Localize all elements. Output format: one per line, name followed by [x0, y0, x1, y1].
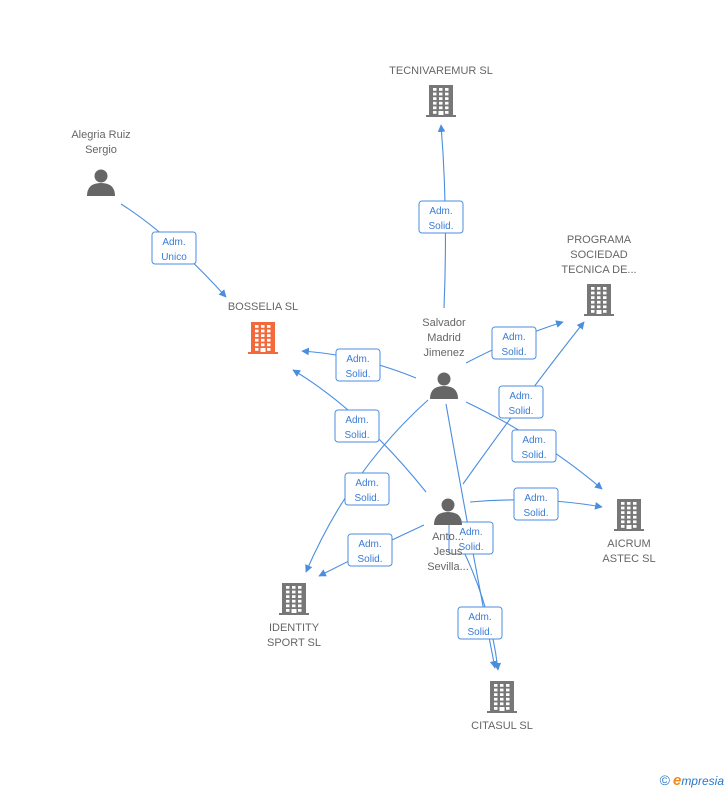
node-label-line: Madrid: [427, 332, 461, 344]
building-icon: [248, 322, 278, 354]
node-label-line: Sergio: [85, 144, 117, 156]
edge-label-line: Solid.: [357, 554, 382, 565]
person-icon: [434, 498, 462, 525]
node-label-line: AICRUM: [607, 538, 650, 550]
person-icon: [430, 372, 458, 399]
edge-label-line: Adm.: [468, 612, 491, 623]
node-label-line: Anto...: [432, 531, 464, 543]
edge-label-box: [347, 533, 393, 567]
edge-label-line: Adm.: [522, 435, 545, 446]
edge-label-line: Solid.: [523, 508, 548, 519]
node-citasul[interactable]: CITASUL SL: [471, 681, 533, 732]
edge-label-box: [335, 348, 381, 382]
edge-label-line: Solid.: [458, 542, 483, 553]
node-bosselia[interactable]: BOSSELIA SL: [228, 301, 298, 354]
edge-label-line: Adm.: [459, 527, 482, 538]
edge-label-antonio-to-citasul[interactable]: Adm. Solid.: [457, 606, 503, 640]
edge-label-alegria-to-bosselia[interactable]: Adm. Unico: [151, 231, 197, 265]
edge-label-antonio-to-identity[interactable]: Adm. Solid.: [347, 533, 393, 567]
node-label-line: CITASUL SL: [471, 720, 533, 732]
building-icon: [426, 85, 456, 117]
edge-label-line: Adm.: [524, 493, 547, 504]
building-icon: [279, 583, 309, 615]
edge-label-line: Adm.: [358, 539, 381, 550]
brand-logo-initial: e: [672, 772, 682, 789]
edge-label-salvador-to-tecnivaremur[interactable]: Adm. Solid.: [418, 200, 464, 234]
person-icon: [87, 169, 115, 196]
node-programa[interactable]: PROGRAMA SOCIEDAD TECNICA DE...: [561, 234, 637, 316]
node-identity[interactable]: IDENTITY SPORT SL: [267, 583, 321, 649]
copyright-symbol: ©: [659, 772, 670, 788]
node-label-line: TECNICA DE...: [561, 264, 636, 276]
node-label-line: Alegria Ruiz: [71, 129, 130, 141]
building-icon: [487, 681, 517, 713]
edge-label-antonio-to-aicrum[interactable]: Adm. Solid.: [513, 487, 559, 521]
edge-label-line: Adm.: [502, 332, 525, 343]
node-label-line: Jesus: [434, 546, 463, 558]
edge-label-box: [498, 385, 544, 419]
edge-label-salvador-to-identity[interactable]: Adm. Solid.: [344, 472, 390, 506]
edge-label-line: Solid.: [521, 450, 546, 461]
node-label-line: PROGRAMA: [567, 234, 632, 246]
edge-labels-layer: Adm.UnicoAdm.Solid.Adm.Solid.Adm.Solid.A…: [151, 200, 559, 640]
building-icon: [584, 284, 614, 316]
footer-brand: ©empresia: [660, 772, 724, 789]
edge-label-box: [513, 487, 559, 521]
edge-label-salvador-to-programa[interactable]: Adm. Solid.: [491, 326, 537, 360]
edge-label-box: [511, 429, 557, 463]
node-aicrum[interactable]: AICRUM ASTEC SL: [602, 499, 656, 565]
edge-label-antonio-to-programa[interactable]: Adm. Solid.: [498, 385, 544, 419]
edge-label-box: [457, 606, 503, 640]
edge-label-line: Adm.: [429, 206, 452, 217]
edge-label-antonio-to-bosselia[interactable]: Adm. Solid.: [334, 409, 380, 443]
edge-label-salvador-to-aicrum[interactable]: Adm. Solid.: [511, 429, 557, 463]
edge-label-line: Solid.: [501, 347, 526, 358]
edge-label-line: Solid.: [508, 406, 533, 417]
edge-label-line: Solid.: [345, 369, 370, 380]
edge-label-line: Adm.: [346, 354, 369, 365]
edge-label-line: Solid.: [354, 493, 379, 504]
edge-label-box: [344, 472, 390, 506]
edge-label-box: [151, 231, 197, 265]
edge-label-salvador-to-citasul[interactable]: Adm. Solid.: [448, 521, 494, 555]
node-label-line: Jimenez: [424, 347, 465, 359]
edge-label-salvador-to-bosselia[interactable]: Adm. Solid.: [335, 348, 381, 382]
node-antonio[interactable]: Anto... JesusSevilla...: [427, 498, 469, 574]
edge-label-line: Adm.: [345, 415, 368, 426]
node-label-line: SOCIEDAD: [570, 249, 628, 261]
brand-name: mpresia: [681, 774, 724, 788]
edge-label-box: [418, 200, 464, 234]
node-label-line: TECNIVAREMUR SL: [389, 65, 493, 77]
nodes-layer: TECNIVAREMUR SL Alegria RuizSergioPROGRAM…: [71, 65, 655, 732]
edge-label-line: Adm.: [355, 478, 378, 489]
node-label-line: ASTEC SL: [602, 553, 655, 565]
edge-label-line: Unico: [161, 252, 187, 263]
node-label-line: BOSSELIA SL: [228, 301, 298, 313]
edge-label-line: Solid.: [467, 627, 492, 638]
edge-label-line: Solid.: [428, 221, 453, 232]
edge-label-line: Adm.: [509, 391, 532, 402]
node-label-line: IDENTITY: [269, 622, 320, 634]
node-label-line: SPORT SL: [267, 637, 321, 649]
building-icon: [614, 499, 644, 531]
node-tecnivaremur[interactable]: TECNIVAREMUR SL: [389, 65, 493, 117]
edge-label-line: Adm.: [162, 237, 185, 248]
edge-label-box: [491, 326, 537, 360]
edge-label-line: Solid.: [344, 430, 369, 441]
node-label-line: Sevilla...: [427, 561, 469, 573]
edge-label-box: [448, 521, 494, 555]
edge-label-box: [334, 409, 380, 443]
node-label-line: Salvador: [422, 317, 466, 329]
